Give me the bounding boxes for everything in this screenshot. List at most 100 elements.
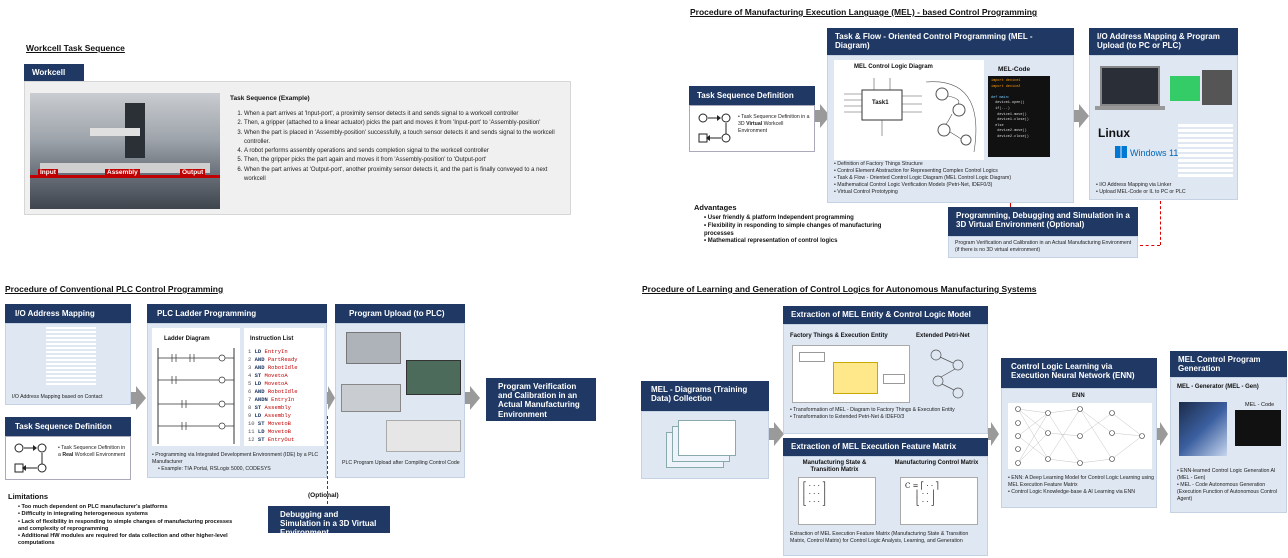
plc-upload-panel: PLC Program Upload after Compiling Contr… bbox=[335, 323, 465, 478]
il-row: 3 AND RobotIdle bbox=[248, 363, 298, 371]
plc-task-header: Task Sequence Definition bbox=[5, 417, 131, 436]
advantages-title: Advantages bbox=[694, 203, 737, 212]
learn-gen-panel: MEL - Generator (MEL - Gen) MEL - Code E… bbox=[1170, 377, 1287, 513]
mel-task-seq-header: Task Sequence Definition bbox=[689, 86, 815, 105]
il-rows: 1 LD EntryIn 2 AND PartReady 3 AND Robot… bbox=[248, 348, 298, 444]
plc-upload-bullet: PLC Program Upload after Compiling Contr… bbox=[342, 460, 460, 466]
feat-sub2: Manufacturing Control Matrix bbox=[894, 460, 979, 466]
learn-enn-bullets: ENN: A Deep Learning Model for Control L… bbox=[1008, 475, 1154, 496]
plc-image bbox=[1202, 70, 1232, 105]
list-item: When the part arrives at 'Output-port', … bbox=[244, 166, 565, 185]
mel-code-title: MEL-Code bbox=[998, 66, 1031, 73]
plc-verify-header: Program Verification and Calibration in … bbox=[486, 378, 596, 421]
plc-ladder-panel: Ladder Diagram Instruction List 1 LD Ent… bbox=[147, 323, 327, 478]
workcell-tab[interactable]: Workcell bbox=[24, 64, 84, 81]
list-item: Then, a gripper (attached to a linear ac… bbox=[244, 119, 565, 128]
gen-code-label: MEL - Code bbox=[1245, 402, 1275, 408]
learn-entity-panel: Factory Things & Execution Entity Extend… bbox=[783, 324, 988, 434]
il-row: 8 ST Assembly bbox=[248, 403, 291, 411]
learn-gen-header: MEL Control Program Generation bbox=[1170, 351, 1287, 377]
mel-sim-panel: Program Verification and Calibration in … bbox=[948, 236, 1138, 258]
il-row: 1 LD EntryIn bbox=[248, 348, 288, 355]
limitations-title: Limitations bbox=[8, 492, 49, 501]
task-seq-example-title: Task Sequence (Example) bbox=[230, 95, 310, 102]
label-input: Input bbox=[38, 169, 58, 176]
learn-feat-header: Extraction of MEL Execution Feature Matr… bbox=[783, 438, 988, 456]
optional-label: (Optional) bbox=[308, 492, 339, 499]
feat-sub1: Manufacturing State & Transition Matrix bbox=[802, 460, 867, 473]
list-item: • Too much dependent on PLC manufacturer… bbox=[18, 504, 168, 510]
learn-feat-bullet: Extraction of MEL Execution Feature Matr… bbox=[790, 531, 969, 545]
plc-upload-header: Program Upload (to PLC) bbox=[335, 304, 465, 323]
il-title: Instruction List bbox=[250, 336, 294, 342]
windows-logo: Windows 11 bbox=[1130, 148, 1179, 158]
state-transition-matrix: ⎡ · · · ⎤⎢ · · · ⎥⎣ · · · ⎦ bbox=[798, 477, 876, 525]
mel-flow-panel: MEL Control Logic Diagram Task1 MEL-Code… bbox=[827, 55, 1074, 203]
il-row: 7 ANDN EntryIn bbox=[248, 395, 295, 403]
plc-debug-header: Debugging and Simulation in a 3D Virtual… bbox=[268, 506, 390, 537]
plc-task-panel: Task Sequence Definition in a Real Workc… bbox=[5, 436, 131, 480]
learn-feat-panel: Manufacturing State & Transition Matrix … bbox=[783, 456, 988, 556]
list-item: When a part arrives at 'Input-port', a p… bbox=[244, 110, 565, 119]
mel-flow-bullets: Definition of Factory Things Structure C… bbox=[834, 161, 1070, 196]
learn-entity-bullets: Transformation of MEL - Diagram to Facto… bbox=[790, 407, 985, 421]
factory-things-diagram bbox=[792, 345, 910, 403]
il-row: 9 LD Assembly bbox=[248, 411, 291, 419]
plc-hardware-image bbox=[346, 332, 401, 364]
mel-gen-image bbox=[1179, 402, 1227, 456]
task-sequence-icon bbox=[14, 443, 47, 473]
advantages-list: • User friendly & platform Independent p… bbox=[704, 215, 904, 246]
workcell-photo: Input Assembly Output bbox=[30, 93, 220, 209]
label-assembly: Assembly bbox=[105, 169, 140, 176]
list-item: When the part is placed in 'Assembly-pos… bbox=[244, 129, 565, 148]
enn-title: ENN bbox=[1072, 393, 1085, 399]
mel-io-bullets: I/O Address Mapping via Linker Upload ME… bbox=[1096, 182, 1236, 196]
plc-title: Procedure of Conventional PLC Control Pr… bbox=[5, 284, 224, 294]
list-item: • Additional HW modules are required for… bbox=[18, 533, 228, 547]
ladder-title: Ladder Diagram bbox=[164, 336, 210, 342]
control-matrix: C = ⎡ · · ⎤ ⎢ · · ⎥ ⎣ · · ⎦ bbox=[900, 477, 978, 525]
plc-io-panel: I/O Address Mapping based on Contact bbox=[5, 323, 131, 405]
learn-entity-header: Extraction of MEL Entity & Control Logic… bbox=[783, 306, 988, 324]
il-row: 12 ST EntryOut bbox=[248, 435, 295, 443]
plc-task-text: Task Sequence Definition in a Real Workc… bbox=[58, 445, 128, 459]
mel-flow-header: Task & Flow - Oriented Control Programmi… bbox=[827, 28, 1074, 55]
learn-title: Procedure of Learning and Generation of … bbox=[642, 284, 1037, 294]
plc-module-image bbox=[341, 384, 401, 412]
learn-collect-panel bbox=[641, 411, 769, 479]
mel-io-panel: Linux Windows 11 I/O Address Mapping via… bbox=[1089, 55, 1238, 200]
entity-sub2: Extended Petri-Net bbox=[916, 333, 970, 339]
il-row: 6 AND RobotIdle bbox=[248, 387, 298, 395]
learn-enn-header: Control Logic Learning via Execution Neu… bbox=[1001, 358, 1157, 388]
workcell-title: Workcell Task Sequence bbox=[26, 43, 125, 53]
ladder-diagram: Ladder Diagram bbox=[152, 328, 240, 446]
enn-network-diagram bbox=[1008, 403, 1152, 469]
workcell-panel: Input Assembly Output Task Sequence (Exa… bbox=[24, 81, 571, 215]
gen-code-block bbox=[1235, 410, 1281, 446]
label-output: Output bbox=[180, 169, 206, 176]
laptop-image bbox=[1100, 66, 1160, 106]
list-item: • Mathematical representation of control… bbox=[704, 238, 838, 245]
list-item: • Lack of flexibility in responding to s… bbox=[18, 518, 233, 532]
plc-ladder-header: PLC Ladder Programming bbox=[147, 304, 327, 323]
plc-io-header: I/O Address Mapping bbox=[5, 304, 131, 323]
linux-logo: Linux bbox=[1098, 126, 1130, 140]
task-seq-list: When a part arrives at 'Input-port', a p… bbox=[230, 110, 565, 184]
learn-collect-header: MEL - Diagrams (Training Data) Collectio… bbox=[641, 381, 769, 411]
mel-sim-bullet: Program Verification and Calibration in … bbox=[955, 240, 1132, 254]
mel-task-seq-text: Task Sequence Definition in a 3D Virtual… bbox=[738, 114, 812, 135]
task-sequence-icon bbox=[698, 113, 731, 143]
list-item: Then, the gripper picks the part again a… bbox=[244, 156, 565, 165]
list-item: A robot performs assembly operations and… bbox=[244, 147, 565, 156]
instruction-list: Instruction List 1 LD EntryIn 2 AND Part… bbox=[244, 328, 324, 446]
gen-sub: MEL - Generator (MEL - Gen) bbox=[1177, 384, 1259, 390]
mel-task1: Task1 bbox=[872, 100, 889, 106]
entity-sub1: Factory Things & Execution Entity bbox=[790, 333, 888, 339]
io-mapping-image bbox=[46, 327, 96, 387]
mel-io-header: I/O Address Mapping & Program Upload (to… bbox=[1089, 28, 1238, 55]
learn-gen-bullets: ENN-learned Control Logic Generation AI … bbox=[1177, 468, 1285, 503]
mel-title: Procedure of Manufacturing Execution Lan… bbox=[690, 7, 1038, 17]
plc-ladder-bullets: Programming via Integrated Development E… bbox=[152, 452, 324, 473]
list-item: • Difficulty in integrating heterogeneou… bbox=[18, 511, 149, 518]
